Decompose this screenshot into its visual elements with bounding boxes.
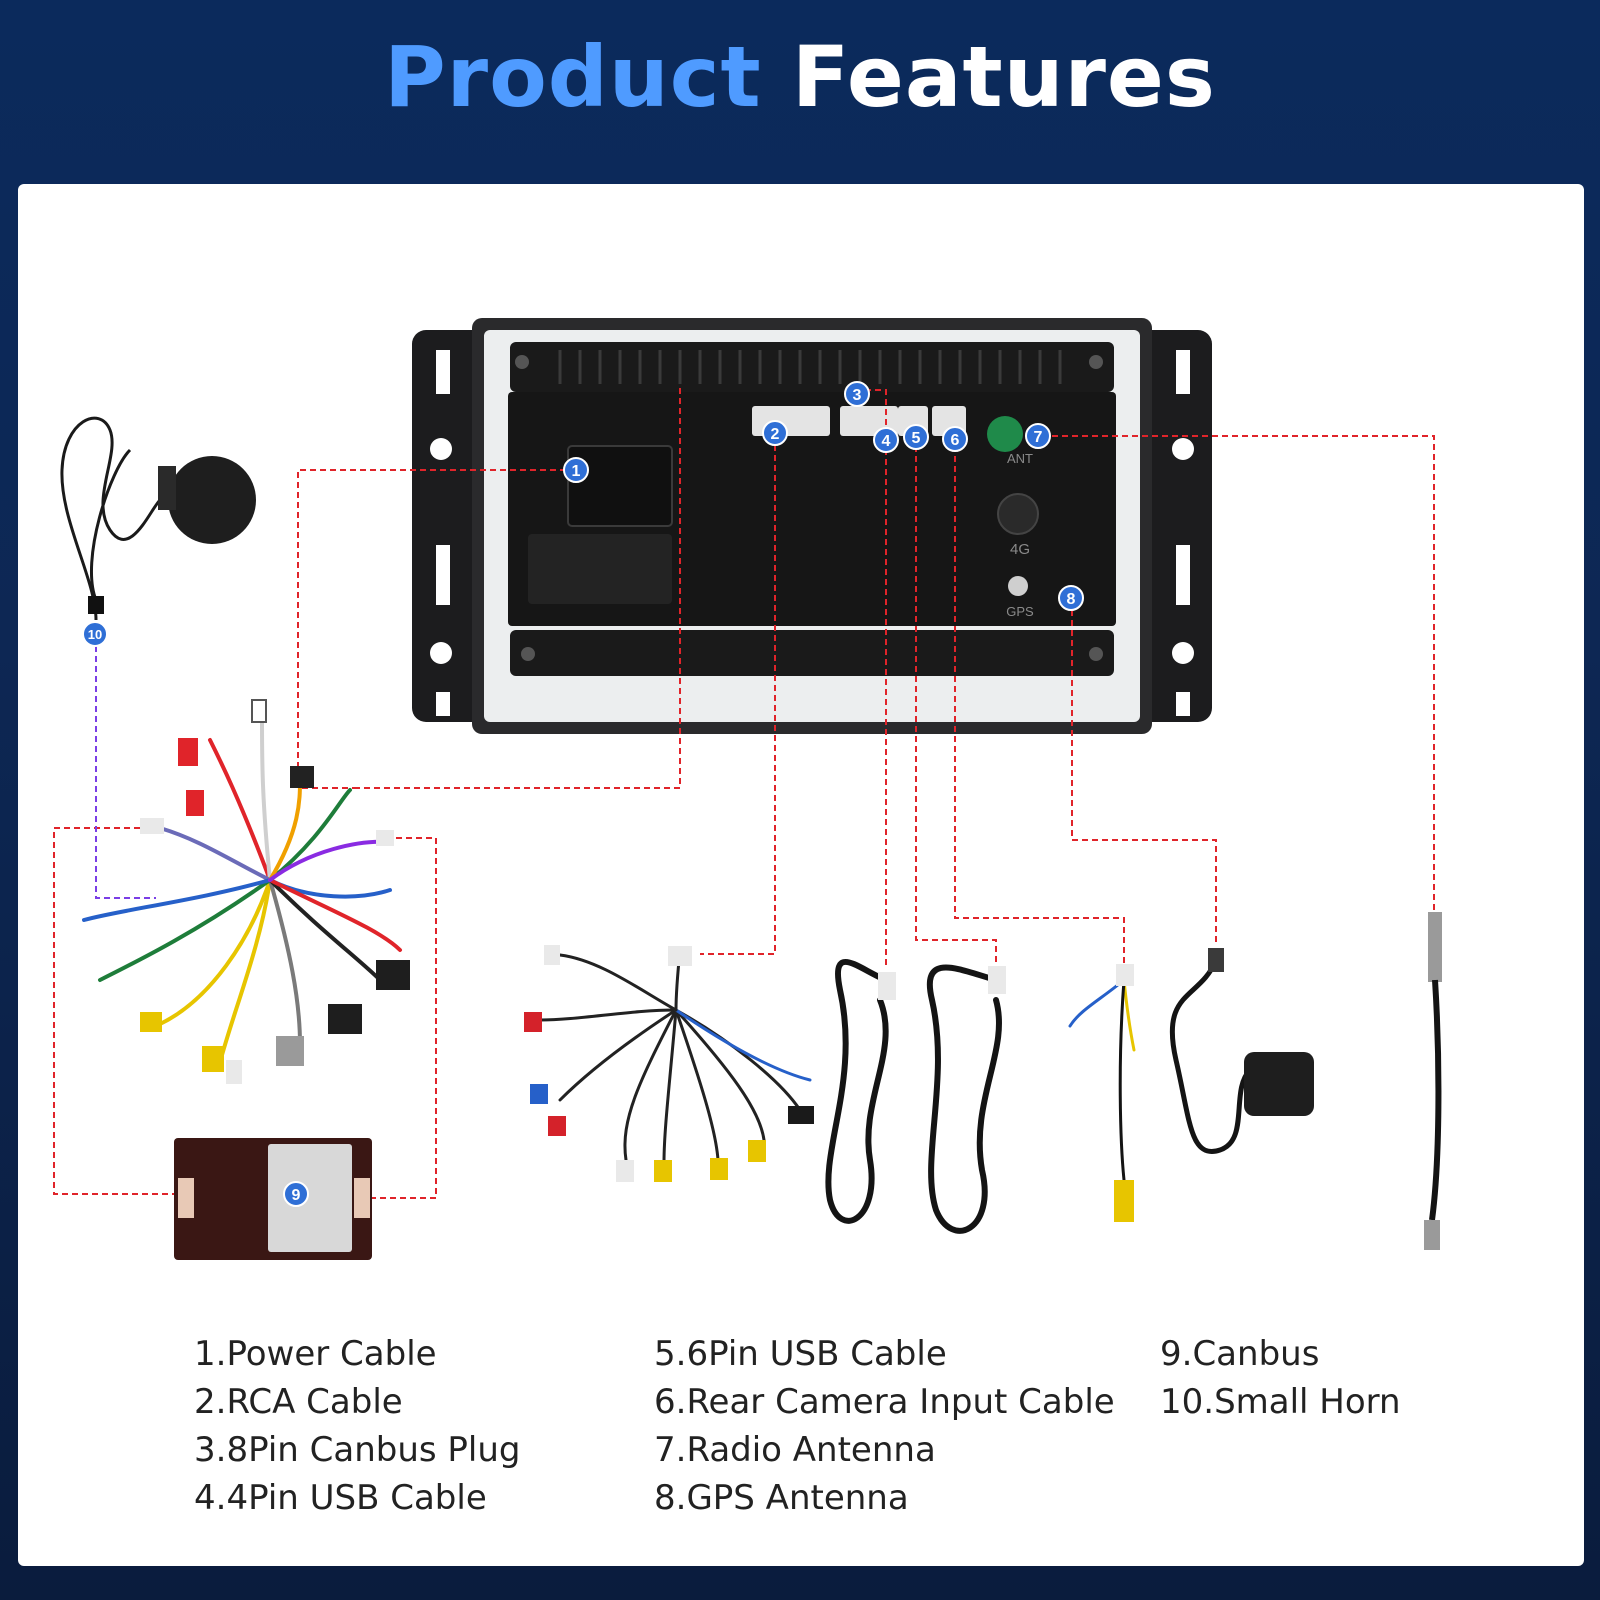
horn-line	[95, 646, 156, 899]
legend-column-3: 9.Canbus 10.Small Horn	[1160, 1330, 1401, 1426]
svg-text:2: 2	[771, 426, 780, 443]
legend-item: 10.Small Horn	[1160, 1382, 1401, 1422]
svg-text:7: 7	[1034, 429, 1043, 446]
small-horn	[60, 416, 256, 621]
head-unit: ANT 4G GPS	[412, 318, 1212, 734]
callout-3: 3	[844, 381, 870, 407]
gps-antenna	[1169, 948, 1314, 1154]
fourg-label: 4G	[1010, 541, 1030, 558]
legend-item: 9.Canbus	[1160, 1334, 1320, 1374]
power-harness	[82, 699, 410, 1084]
legend-item: 1.Power Cable	[194, 1334, 437, 1374]
svg-text:9: 9	[292, 1187, 301, 1204]
rear-camera-cable	[1068, 964, 1136, 1222]
page-title: Product Features	[0, 28, 1600, 126]
legend-item: 4.4Pin USB Cable	[194, 1478, 487, 1518]
legend-item: 2.RCA Cable	[194, 1382, 403, 1422]
callout-markers: 1 2 3 4 5 6 7 8 9 10	[82, 381, 1084, 1207]
callout-10: 10	[82, 621, 108, 647]
gps-label: GPS	[1006, 604, 1034, 619]
legend-item: 6.Rear Camera Input Cable	[654, 1382, 1115, 1422]
callout-4: 4	[873, 427, 899, 453]
callout-9: 9	[283, 1181, 309, 1207]
legend-item: 8.GPS Antenna	[654, 1478, 909, 1518]
legend-item: 7.Radio Antenna	[654, 1430, 936, 1470]
legend-item: 3.8Pin Canbus Plug	[194, 1430, 521, 1470]
svg-text:10: 10	[88, 627, 102, 642]
svg-text:6: 6	[951, 432, 960, 449]
usb-cables	[825, 958, 1006, 1234]
svg-text:8: 8	[1067, 591, 1076, 608]
svg-text:5: 5	[912, 430, 921, 447]
connector-lines	[53, 388, 1435, 1199]
callout-5: 5	[903, 424, 929, 450]
legend-column-2: 5.6Pin USB Cable 6.Rear Camera Input Cab…	[654, 1330, 1115, 1522]
canbus-box	[174, 1138, 372, 1260]
callout-7: 7	[1025, 423, 1051, 449]
svg-text:4: 4	[882, 433, 891, 450]
radio-antenna	[1424, 912, 1442, 1250]
callout-8: 8	[1058, 585, 1084, 611]
svg-text:3: 3	[853, 387, 862, 404]
callout-2: 2	[762, 420, 788, 446]
title-word-2: Features	[791, 28, 1216, 126]
callout-6: 6	[942, 426, 968, 452]
ant-label: ANT	[1007, 451, 1033, 466]
callout-1: 1	[563, 457, 589, 483]
rca-bundle	[524, 945, 814, 1182]
legend-column-1: 1.Power Cable 2.RCA Cable 3.8Pin Canbus …	[194, 1330, 521, 1522]
title-word-1: Product	[384, 28, 762, 126]
svg-text:1: 1	[572, 463, 581, 480]
legend-item: 5.6Pin USB Cable	[654, 1334, 947, 1374]
